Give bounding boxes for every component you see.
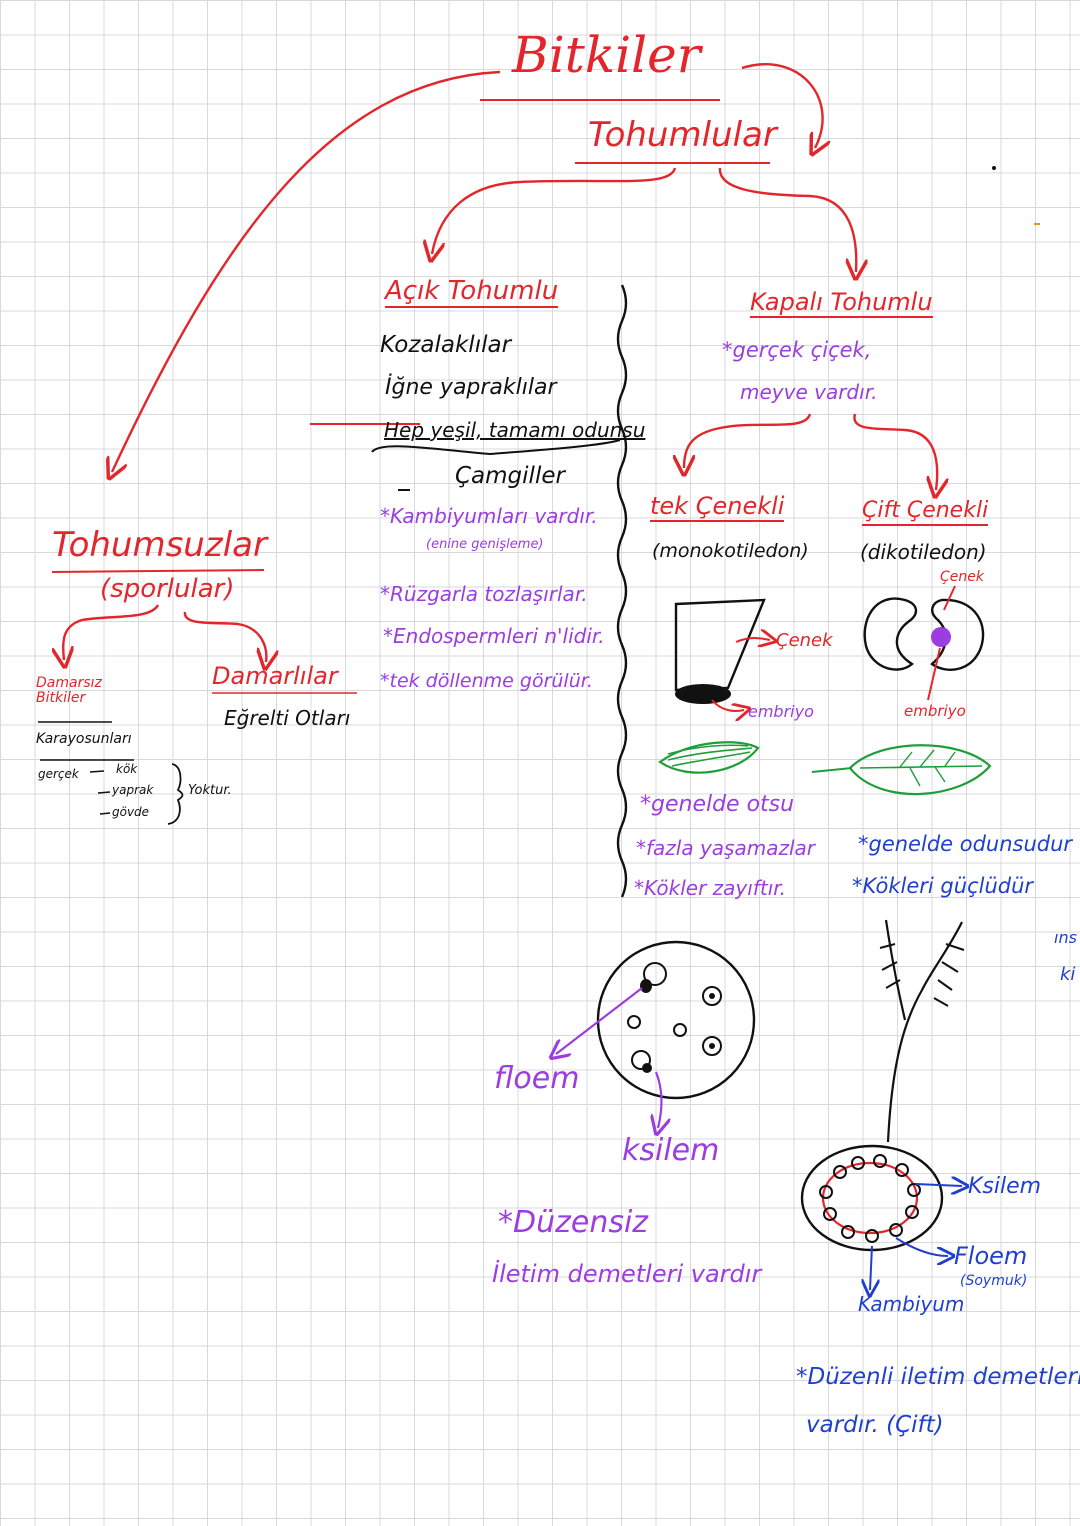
dicot-embryo-dot: [931, 627, 951, 647]
dicot-cambium-pointer: [870, 1245, 872, 1290]
monocot-cotyledon-label: Çenek: [776, 630, 833, 651]
root-subtitle: Tohumlular: [588, 115, 777, 155]
dicot-bark-label: (Soymuk): [960, 1273, 1028, 1289]
monocot-note-2: *fazla yaşamazlar: [636, 836, 816, 860]
monocot-embryo-label: embriyo: [748, 702, 814, 721]
dicot-subtitle: (dikotiledon): [860, 540, 987, 564]
brace-seedless-left: [63, 604, 160, 660]
open-seeded-line-4: Çamgiller: [455, 463, 565, 489]
dicot-footer-2: vardır. (Çift): [806, 1412, 944, 1438]
dicot-leaf-stem: [811, 767, 853, 773]
root-title: Bitkiler: [512, 26, 701, 84]
dicot-cambium-label: Kambiyum: [858, 1292, 965, 1316]
dicot-note-1: *genelde odunsudur: [858, 832, 1073, 856]
wavy-divider: [616, 284, 628, 898]
brace-closed-right: [853, 413, 937, 490]
dicot-title: Çift Çenekli: [862, 500, 989, 526]
dicot-xylem-label: Ksilem: [968, 1174, 1042, 1199]
monocot-footer-2: İletim demetleri vardır: [492, 1260, 762, 1288]
seedless-title: Tohumsuzlar: [52, 525, 267, 565]
nonvascular-title: Damarsız Bitkiler: [36, 675, 102, 707]
monocot-seed: [674, 598, 766, 692]
open-seeded-line-1: Kozalaklılar: [380, 332, 512, 358]
dicot-seed-left: [863, 597, 918, 671]
open-seeded-title: Açık Tohumlu: [385, 276, 559, 308]
dicot-phloem-label: Floem: [954, 1242, 1028, 1270]
closed-seeded-note-1: *gerçek çiçek,: [722, 338, 872, 362]
monocot-footer-1: *Düzensiz: [498, 1205, 649, 1240]
open-seeded-line-2: İğne yapraklılar: [385, 375, 557, 400]
monocot-leaf: [658, 741, 760, 774]
dicot-branch: [886, 921, 963, 1143]
nonvascular-part-1: kök: [116, 762, 138, 776]
brace-seeded: [432, 167, 677, 254]
brace-seeded-right: [718, 167, 856, 272]
dicot-note-2: *Kökleri güçlüdür: [852, 874, 1034, 898]
yoktur-brace: [167, 763, 184, 825]
brace-closed-left: [684, 413, 812, 468]
open-seeded-note-4: *Endospermleri n'lidir.: [383, 624, 605, 648]
seedless-underline: [51, 569, 265, 573]
dicot-xylem-pointer: [915, 1184, 962, 1186]
monocot-embryo: [675, 684, 731, 704]
brace-seedless-right: [183, 611, 266, 662]
arrow-to-seeded: [741, 63, 823, 148]
dicot-embryo-label: embriyo: [904, 702, 966, 720]
monocot-note-1: *genelde otsu: [640, 792, 795, 817]
nonvascular-example: Karayosunları: [36, 731, 132, 747]
closed-seeded-title: Kapalı Tohumlu: [750, 288, 933, 318]
monocot-phloem-label: floem: [494, 1061, 580, 1096]
xylem-pointer: [656, 1071, 662, 1128]
open-seeded-note-1: *Kambiyumları vardır.: [380, 504, 598, 528]
edge-text-1: ıns: [1054, 928, 1077, 947]
dicot-footer-1: *Düzenli iletim demetleri: [796, 1364, 1080, 1390]
monocot-title: tek Çenekli: [650, 492, 785, 522]
monocot-note-3: *Kökler zayıftır.: [634, 876, 786, 900]
dicot-seed-right: [930, 598, 985, 671]
monocot-subtitle: (monokotiledon): [652, 540, 809, 562]
nonvascular-result: Yoktur.: [188, 783, 232, 798]
seedless-subtitle: (sporlular): [100, 574, 235, 604]
vascular-title: Damarlılar: [212, 662, 338, 690]
edge-text-2: ki: [1060, 964, 1076, 985]
monocot-stem-section: [596, 940, 756, 1100]
arrow-to-seedless: [112, 70, 501, 472]
nonvascular-part-2: yaprak: [112, 783, 154, 797]
monocot-cotyledon-arrow: [735, 638, 770, 642]
open-seeded-note-3: *Rüzgarla tozlaşırlar.: [380, 582, 588, 606]
dicot-leaf: [848, 744, 992, 796]
nonvascular-part-3: gövde: [112, 805, 150, 819]
monocot-embryo-arrow: [711, 699, 744, 711]
open-seeded-line-3: Hep yeşil, tamamı odunsu: [384, 418, 646, 442]
dicot-cambium-ring: [821, 1161, 919, 1235]
nonvascular-prefix: gerçek: [38, 767, 79, 781]
dicot-cotyledon-label: Çenek: [940, 569, 984, 585]
dicot-phloem-pointer: [895, 1237, 948, 1256]
open-seeded-note-2: (enine genişleme): [426, 537, 544, 552]
closed-seeded-note-2: meyve vardır.: [740, 380, 878, 404]
dicot-cotyledon-line: [943, 585, 956, 611]
monocot-xylem-label: ksilem: [622, 1133, 720, 1168]
phloem-pointer: [556, 987, 643, 1054]
dicot-embryo-line: [927, 647, 941, 701]
vascular-example: Eğrelti Otları: [224, 706, 351, 730]
open-seeded-note-5: *tek döllenme görülür.: [380, 670, 593, 692]
brace-evergreen: [371, 439, 621, 456]
